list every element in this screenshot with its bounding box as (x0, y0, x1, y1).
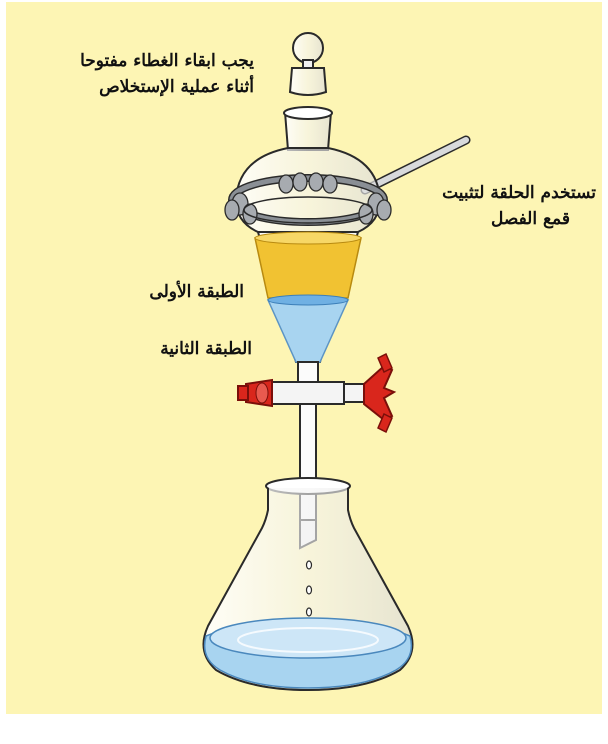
stopper-note: يجب ابقاء الغطاء مفتوحا أثناء عملية الإس… (80, 48, 254, 100)
first-layer-liquid (255, 238, 361, 298)
separatory-funnel-icon (236, 107, 380, 392)
ring-note: تستخدم الحلقة لتثبيت قمع الفصل (442, 180, 596, 232)
second-layer-label: الطبقة الثانية (160, 336, 252, 362)
second-layer-liquid (268, 300, 348, 362)
glass-stopper-icon (290, 33, 326, 95)
first-layer-label: الطبقة الأولى (149, 279, 244, 305)
erlenmeyer-flask-icon (204, 478, 413, 690)
